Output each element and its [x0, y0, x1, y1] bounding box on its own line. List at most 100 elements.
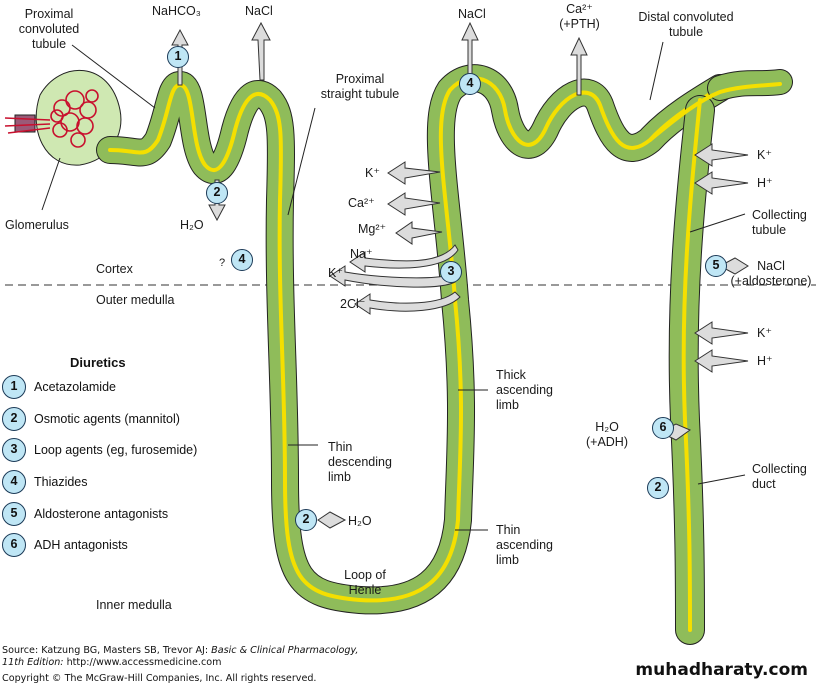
solute-na-tal: Na⁺ — [350, 247, 373, 261]
legend-item: 2 Osmotic agents (mannitol) — [2, 407, 180, 431]
legend-label: Thiazides — [34, 475, 88, 489]
legend-label: Loop agents (eg, furosemide) — [34, 443, 198, 457]
source-edition-line: 11th Edition: http://www.accessmedicine.… — [2, 657, 221, 669]
solute-cl-tal: 2Cl⁻ — [340, 297, 366, 311]
solute-k-ct2: K⁺ — [757, 326, 772, 340]
label-line: Henle — [348, 583, 382, 597]
badge-thiazide-dct: 4 — [459, 73, 481, 95]
label-cortex: Cortex — [96, 262, 133, 276]
label-line: Collecting — [752, 208, 807, 222]
label-proximal-straight: Proximal straight tubule — [305, 72, 415, 102]
label-line: convoluted — [18, 22, 80, 36]
badge-acetazolamide: 1 — [167, 46, 189, 68]
legend-badge: 6 — [2, 533, 26, 557]
label-line: tubule — [668, 25, 704, 39]
label-line: limb — [496, 398, 519, 412]
label-line: NaCl — [757, 259, 785, 273]
label-line: tubule — [752, 223, 787, 237]
legend-badge: 5 — [2, 502, 26, 526]
label-thick-ascending: Thick ascending limb — [496, 368, 553, 413]
legend-badge: 4 — [2, 470, 26, 494]
solute-h-ct1: H⁺ — [757, 176, 773, 190]
solute-k-ct1: K⁺ — [757, 148, 772, 162]
label-line: descending — [328, 455, 392, 469]
label-line: tubule — [31, 37, 67, 51]
solute-h2o-adh: H₂O (+ADH) — [582, 420, 632, 450]
label-distal-convoluted: Distal convoluted tubule — [616, 10, 756, 40]
solute-ca-tal: Ca²⁺ — [348, 196, 375, 210]
legend-badge: 2 — [2, 407, 26, 431]
transport-arrows — [171, 21, 749, 529]
glomerulus-capillaries — [4, 89, 99, 148]
label-line: straight tubule — [320, 87, 400, 101]
legend-item: 6 ADH antagonists — [2, 533, 128, 557]
label-collecting-duct: Collecting duct — [752, 462, 807, 492]
label-thin-descending: Thin descending limb — [328, 440, 392, 485]
label-collecting-tubule: Collecting tubule — [752, 208, 807, 238]
tubule-lumen — [108, 76, 722, 603]
label-loop-of-henle: Loop of Henle — [335, 568, 395, 598]
legend-badge: 1 — [2, 375, 26, 399]
badge-thiazide-cortex: 4 — [231, 249, 253, 271]
solute-k-tal: K⁺ — [365, 166, 380, 180]
source-authors: Source: Katzung BG, Masters SB, Trevor A… — [2, 645, 212, 656]
leader-lines — [41, 41, 746, 531]
solute-h2o-pct: H₂O — [180, 218, 204, 232]
label-line: (+aldosterone) — [730, 274, 812, 288]
legend-item: 5 Aldosterone antagonists — [2, 502, 168, 526]
legend-label: ADH antagonists — [34, 538, 128, 552]
solute-ca-pth: Ca²⁺ (+PTH) — [552, 2, 607, 32]
label-line: (+ADH) — [585, 435, 629, 449]
copyright-notice: Copyright © The McGraw-Hill Companies, I… — [2, 673, 317, 684]
solute-nacl-aldosterone: NaCl (+aldosterone) — [726, 259, 816, 289]
source-edition: 11th Edition: — [2, 657, 64, 668]
label-line: Thin — [496, 523, 521, 537]
solute-nacl-dct: NaCl — [458, 7, 486, 21]
solute-nahco3: NaHCO₃ — [152, 4, 201, 18]
badge-osmotic-thin: 2 — [295, 509, 317, 531]
badge-adh-antagonist: 6 — [652, 417, 674, 439]
legend-item: 4 Thiazides — [2, 470, 88, 494]
label-line: ascending — [496, 538, 553, 552]
solute-k2-tal: K⁺ — [328, 266, 343, 280]
label-line: (+PTH) — [559, 17, 600, 31]
label-line: Collecting — [752, 462, 807, 476]
badge-osmotic-pct: 2 — [206, 182, 228, 204]
solute-mg-tal: Mg²⁺ — [358, 222, 387, 236]
legend-label: Osmotic agents (mannitol) — [34, 412, 180, 426]
source-title: Basic & Clinical Pharmacology, — [211, 645, 359, 656]
badge-loop-agent: 3 — [440, 261, 462, 283]
badge-aldosterone-antagonist: 5 — [705, 255, 727, 277]
label-thin-ascending: Thin ascending limb — [496, 523, 553, 568]
source-url: http://www.accessmedicine.com — [63, 657, 222, 668]
solute-nacl-pct: NaCl — [245, 4, 273, 18]
label-line: Loop of — [344, 568, 386, 582]
legend-label: Acetazolamide — [34, 380, 116, 394]
label-proximal-convoluted: Proximal convoluted tubule — [8, 7, 90, 52]
label-line: ascending — [496, 383, 553, 397]
watermark: muhadharaty.com — [635, 660, 808, 680]
label-line: Ca²⁺ — [566, 2, 593, 16]
label-line: limb — [328, 470, 351, 484]
legend-item: 1 Acetazolamide — [2, 375, 116, 399]
question-mark: ? — [219, 257, 226, 269]
label-line: limb — [496, 553, 519, 567]
collecting-duct-lumen — [681, 98, 702, 632]
legend-badge: 3 — [2, 438, 26, 462]
source-citation: Source: Katzung BG, Masters SB, Trevor A… — [2, 645, 358, 657]
legend-title: Diuretics — [70, 355, 126, 370]
legend-item: 3 Loop agents (eg, furosemide) — [2, 438, 197, 462]
label-line: H₂O — [595, 420, 619, 434]
label-line: Thick — [496, 368, 526, 382]
label-line: duct — [752, 477, 776, 491]
solute-h-ct2: H⁺ — [757, 354, 773, 368]
label-line: Thin — [328, 440, 353, 454]
label-inner-medulla: Inner medulla — [96, 598, 172, 612]
label-line: Proximal — [24, 7, 74, 21]
label-line: Proximal — [335, 72, 385, 86]
label-glomerulus: Glomerulus — [5, 218, 69, 232]
solute-h2o-thin: H₂O — [348, 514, 372, 528]
label-line: Distal convoluted — [638, 10, 734, 24]
badge-osmotic-cd: 2 — [647, 477, 669, 499]
